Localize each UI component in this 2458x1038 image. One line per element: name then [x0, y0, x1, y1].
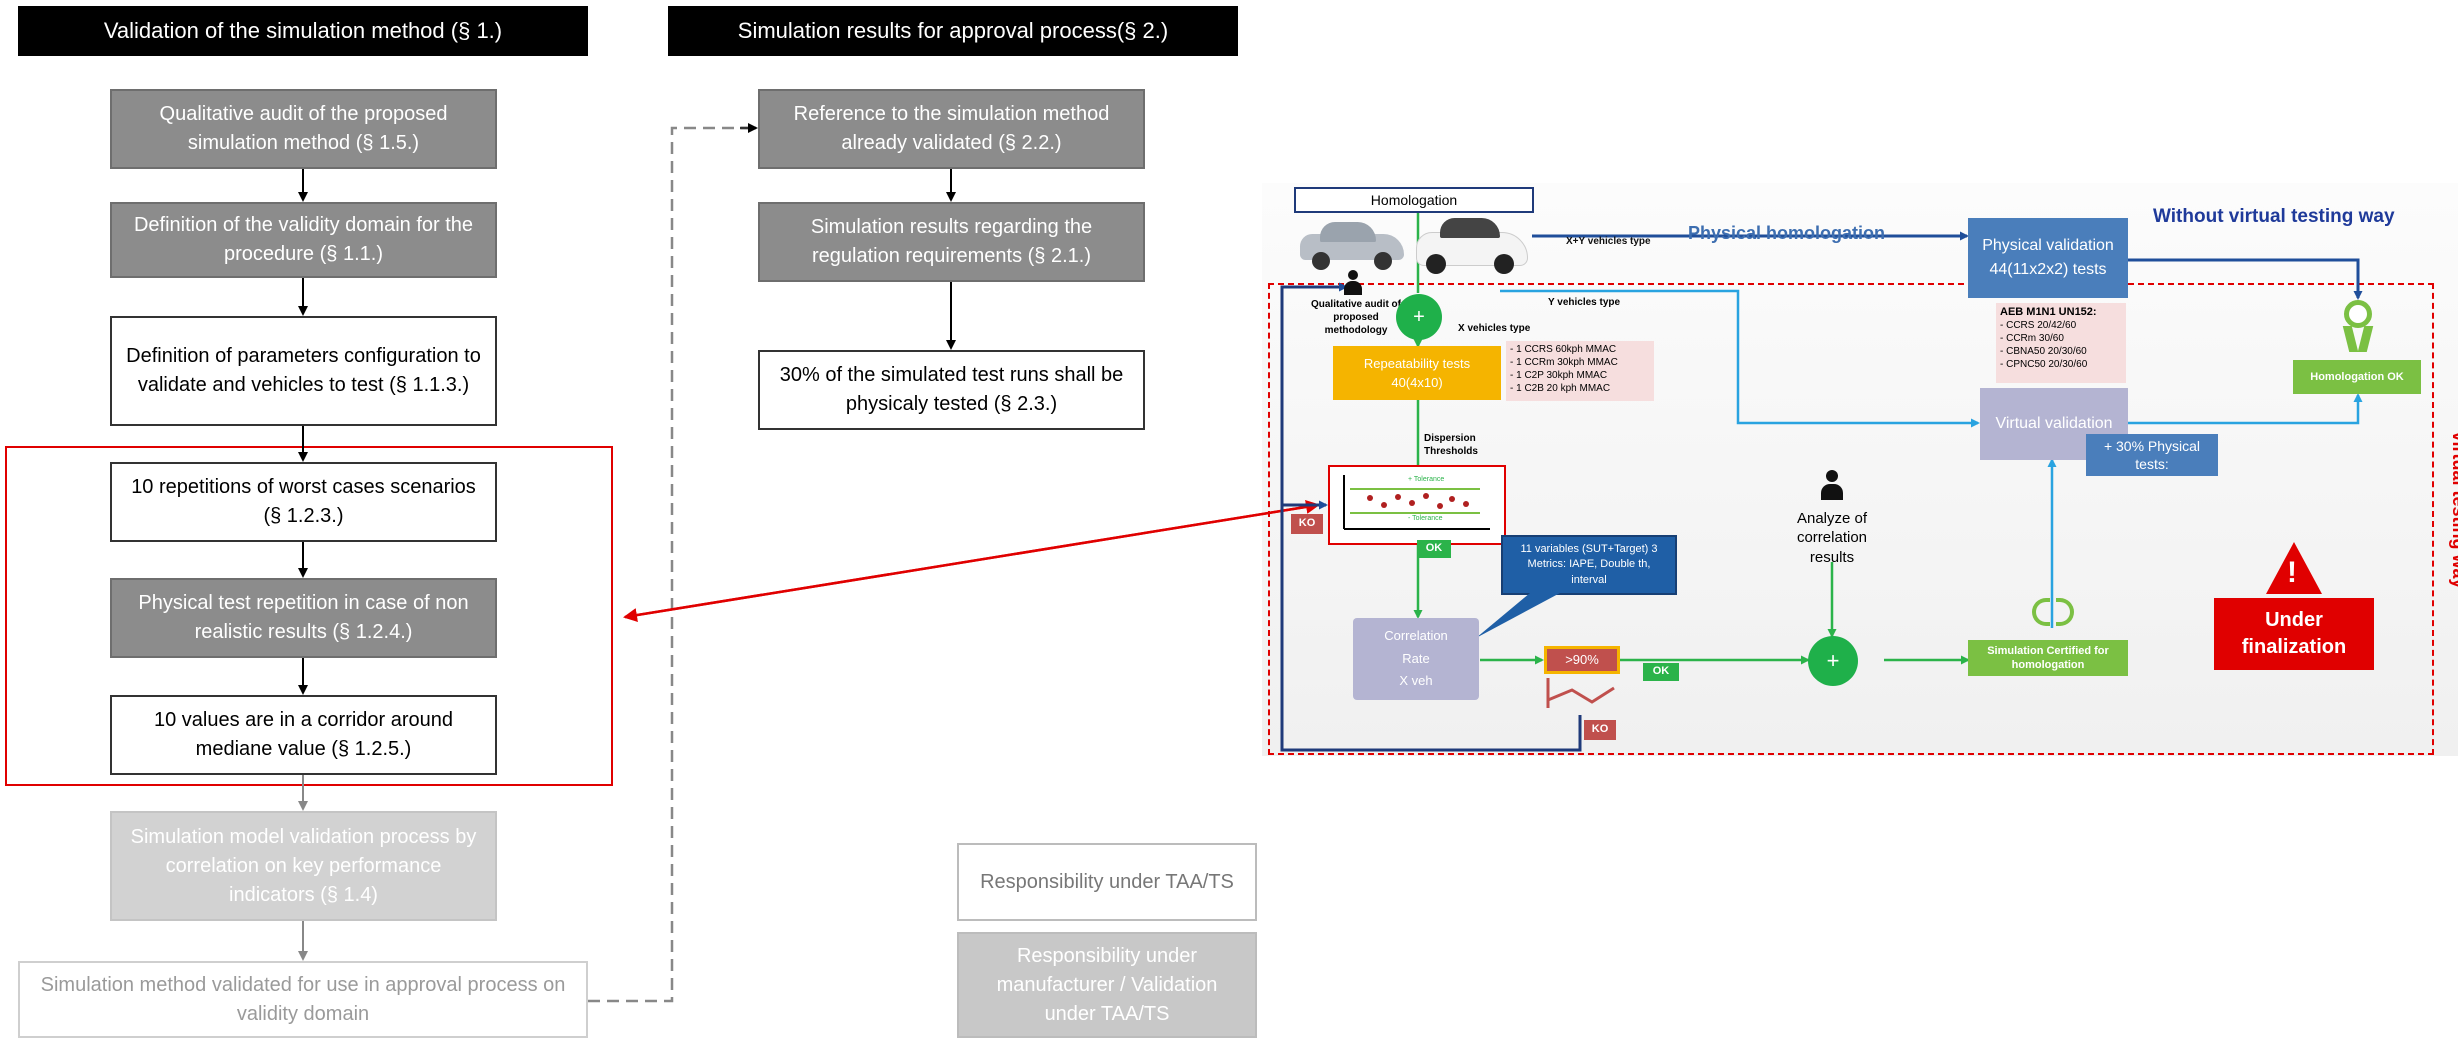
aeb-title: AEB M1N1 UN152:	[2000, 306, 2097, 318]
physical-tested-runs-box: 30% of the simulated test runs shall be …	[758, 350, 1145, 430]
correlation-line: Correlation	[1384, 627, 1448, 643]
variables-metrics-callout: 11 variables (SUT+Target) 3 Metrics: IAP…	[1501, 535, 1677, 595]
scenario-item: - 1 C2B 20 kph MMAC	[1510, 383, 1611, 394]
virtual-testing-way-label: virtual testing way	[2449, 431, 2458, 589]
auditor-person-icon	[1343, 270, 1363, 296]
physical-validation-box: Physical validation 44(11x2x2) tests	[1968, 218, 2128, 298]
virtual-testing-way-frame	[1268, 283, 2434, 755]
ko-badge-correlation: KO	[1584, 720, 1616, 740]
aeb-item: - CCRm 30/60	[2000, 333, 2064, 345]
middle-column-header: Simulation results for approval process(…	[668, 6, 1238, 56]
scenario-list-note: - 1 CCRS 60kph MMAC - 1 CCRm 30kph MMAC …	[1506, 341, 1654, 401]
scenario-item: - 1 CCRS 60kph MMAC	[1510, 344, 1617, 355]
analyze-correlation-label: Analyze of correlation results	[1796, 509, 1868, 566]
homologation-label: Homologation	[1294, 187, 1534, 213]
corridor-values-box: 10 values are in a corridor around media…	[110, 695, 497, 775]
physical-validation-tests: 44(11x2x2) tests	[1989, 261, 2107, 278]
ok-badge-dispersion: OK	[1417, 540, 1451, 558]
dispersion-plot	[1343, 475, 1490, 530]
repeatability-count: 40(4x10)	[1391, 375, 1443, 390]
parameters-configuration-box: Definition of parameters configuration t…	[110, 316, 497, 426]
warning-triangle	[2266, 542, 2322, 594]
correlation-rate-box: Correlation Rate X veh	[1353, 618, 1479, 700]
aeb-item: - CPNC50 20/30/60	[2000, 359, 2088, 371]
warning-icon: !	[2264, 540, 2324, 596]
repeatability-title: Repeatability tests	[1363, 355, 1471, 371]
left-column-header: Validation of the simulation method (§ 1…	[18, 6, 588, 56]
homologation-ok-box: Homologation OK	[2293, 360, 2421, 394]
physical-test-repetition-box: Physical test repetition in case of non …	[110, 578, 497, 658]
simulation-certified-box: Simulation Certified for homologation	[1968, 640, 2128, 676]
correlation-gate-plus: +	[1808, 636, 1858, 686]
suv-car-image	[1412, 212, 1530, 276]
aeb-item: - CBNA50 20/30/60	[2000, 346, 2087, 358]
physical-homologation-label: Physical homologation	[1688, 223, 1886, 243]
reference-method-box: Reference to the simulation method alrea…	[758, 89, 1145, 169]
x-vehicles-label: X vehicles type	[1458, 323, 1531, 334]
ok-badge-correlation: OK	[1643, 663, 1679, 681]
under-finalization-badge: Under finalization	[2214, 598, 2374, 670]
correlation-line: X veh	[1399, 673, 1433, 689]
legend-manufacturer-responsibility: Responsibility under manufacturer / Vali…	[957, 932, 1257, 1038]
legend-taa-responsibility: Responsibility under TAA/TS	[957, 843, 1257, 921]
aeb-item: - CCRS 20/42/60	[2000, 320, 2077, 332]
correlation-validation-box: Simulation model validation process by c…	[110, 811, 497, 921]
ko-badge-dispersion: KO	[1291, 514, 1323, 534]
repeatability-tests-box: Repeatability tests 40(4x10)	[1333, 346, 1501, 400]
physical-validation-title: Physical validation	[1982, 237, 2114, 254]
physical-tests-badge: + 30% Physical tests:	[2086, 434, 2218, 476]
validity-domain-box: Definition of the validity domain for th…	[110, 202, 497, 278]
y-vehicles-label: Y vehicles type	[1548, 297, 1621, 308]
upper-tolerance-label: + Tolerance	[1408, 476, 1445, 483]
worst-case-repetitions-box: 10 repetitions of worst cases scenarios …	[110, 462, 497, 542]
audit-gate-plus: +	[1396, 294, 1442, 340]
dispersion-thresholds-label: Dispersion Thresholds	[1424, 433, 1478, 457]
scenario-item: - 1 C2P 30kph MMAC	[1510, 370, 1608, 381]
warning-mark: !	[2287, 556, 2297, 589]
certified-award-icon	[2340, 300, 2376, 356]
dispersion-chart: + Tolerance - Tolerance	[1328, 465, 1506, 545]
lower-tolerance-label: - Tolerance	[1408, 515, 1443, 522]
sedan-car-image	[1296, 216, 1408, 272]
repetition-group-frame	[5, 446, 613, 786]
qualitative-audit-box: Qualitative audit of the proposed simula…	[110, 89, 497, 169]
method-validated-box: Simulation method validated for use in a…	[18, 961, 588, 1038]
qualitative-audit-label: Qualitative audit of proposed methodolog…	[1310, 299, 1401, 336]
scenario-item: - 1 CCRm 30kph MMAC	[1510, 357, 1618, 368]
laurel-icon	[2032, 596, 2074, 628]
xy-vehicles-label: X+Y vehicles type	[1566, 236, 1651, 247]
correlation-line: Rate	[1402, 650, 1430, 666]
aeb-requirements-note: AEB M1N1 UN152: - CCRS 20/42/60 - CCRm 3…	[1996, 303, 2126, 383]
analyst-person-icon	[1820, 470, 1844, 502]
rate-threshold-badge: >90%	[1544, 646, 1620, 674]
regulation-results-box: Simulation results regarding the regulat…	[758, 202, 1145, 282]
without-virtual-label: Without virtual testing way	[2153, 206, 2395, 227]
